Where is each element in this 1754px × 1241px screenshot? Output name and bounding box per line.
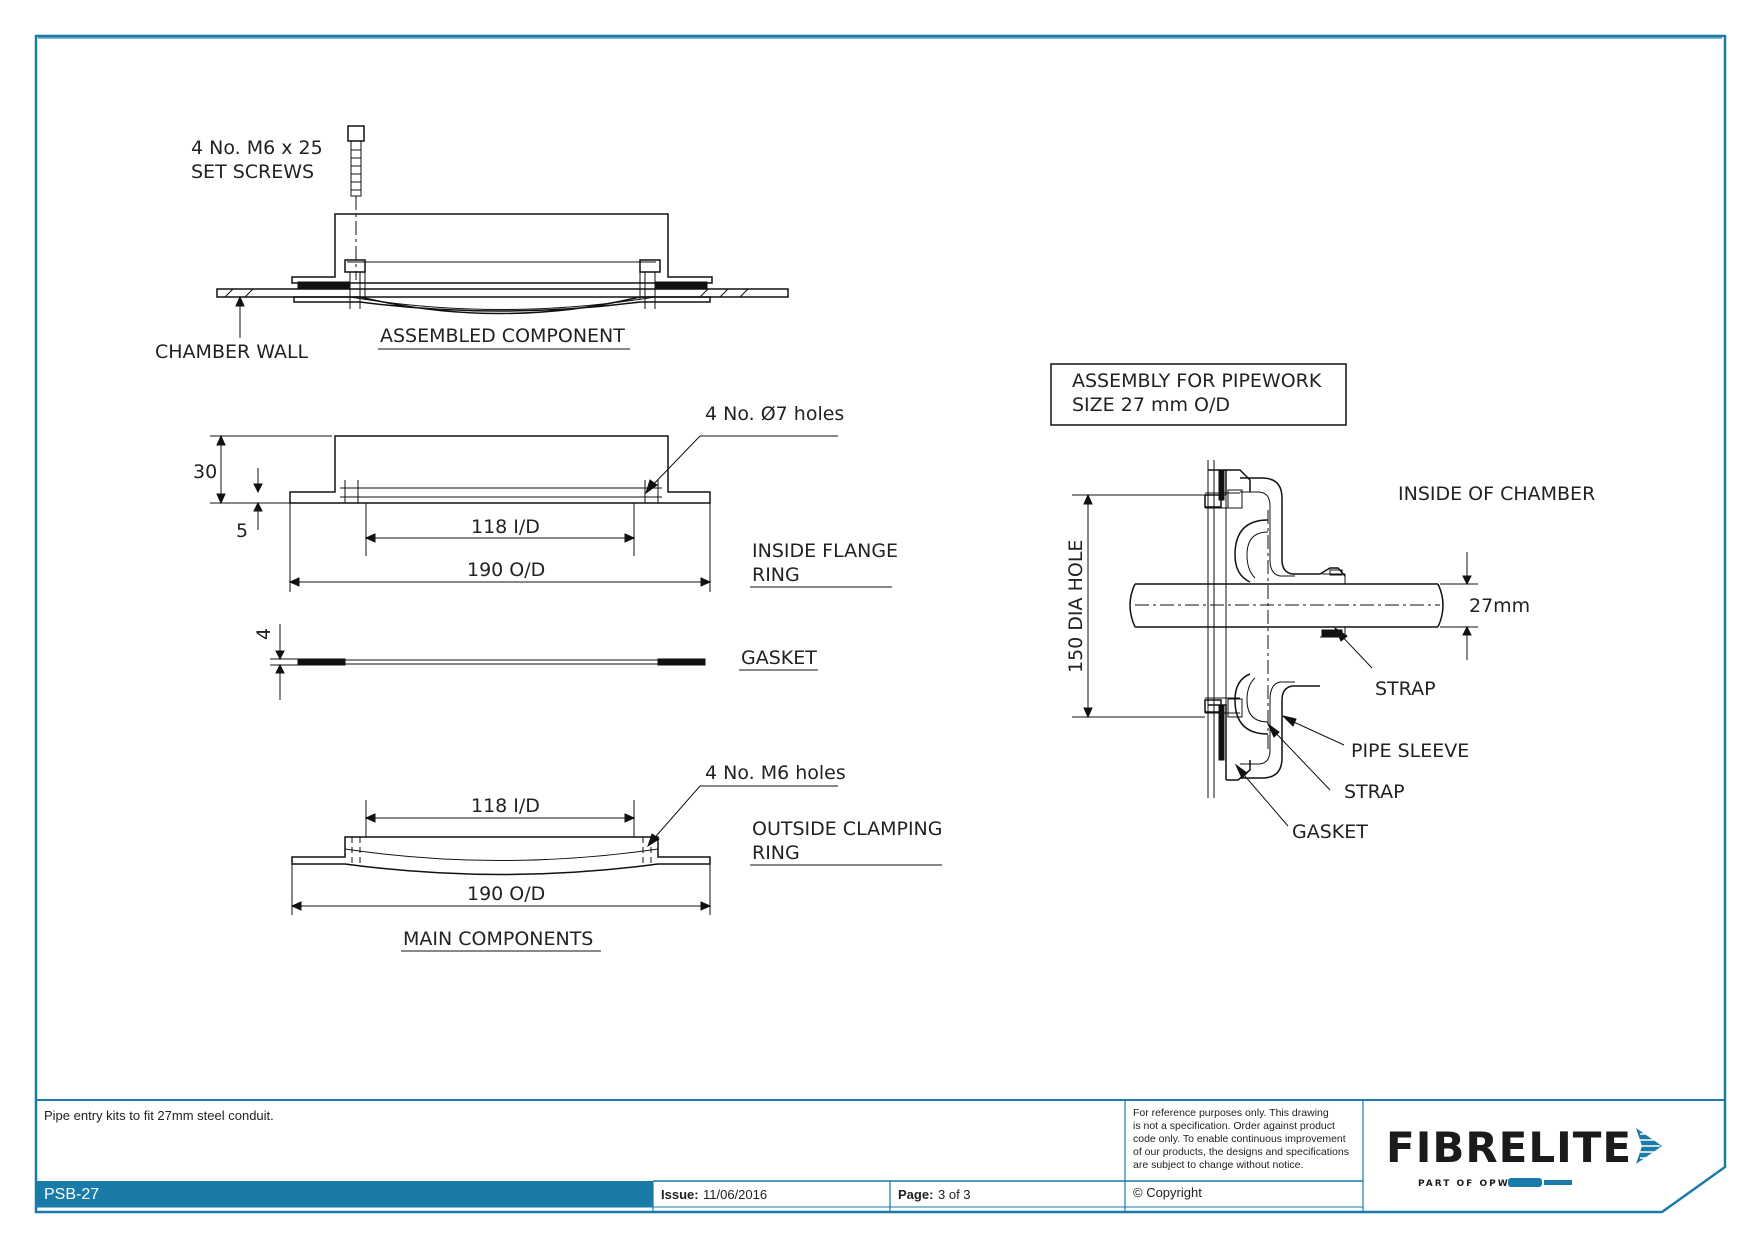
pipework-box-line2: SIZE 27 mm O/D bbox=[1072, 394, 1230, 416]
disclaimer-line-4: of our products, the designs and specifi… bbox=[1133, 1146, 1349, 1158]
disclaimer-line-5: are subject to change without notice. bbox=[1133, 1159, 1303, 1171]
inside-flange-drawing bbox=[210, 434, 838, 592]
flange-height-dim: 30 bbox=[193, 461, 217, 483]
disclaimer-line-1: For reference purposes only. This drawin… bbox=[1133, 1107, 1329, 1119]
flange-holes-label: 4 No. Ø7 holes bbox=[705, 403, 844, 425]
gasket-title: GASKET bbox=[741, 647, 817, 669]
inside-chamber-label: INSIDE OF CHAMBER bbox=[1398, 483, 1595, 505]
clamping-od-dim: 190 O/D bbox=[467, 883, 545, 905]
screws-label-2: SET SCREWS bbox=[191, 161, 314, 183]
assembled-component-drawing bbox=[216, 125, 789, 338]
pipe-dia-dim: 27mm bbox=[1469, 595, 1530, 617]
disclaimer-line-2: is not a specification. Order against pr… bbox=[1133, 1120, 1335, 1132]
title-block bbox=[36, 1099, 1725, 1212]
pipework-box bbox=[1050, 363, 1347, 426]
issue-label: Issue: bbox=[661, 1187, 699, 1202]
flange-id-dim: 118 I/D bbox=[471, 516, 540, 538]
gasket-label: GASKET bbox=[1292, 821, 1368, 843]
fibrelite-logo: FIBRELITE PART OF OPW bbox=[1386, 1123, 1662, 1189]
strap-label-2: STRAP bbox=[1344, 781, 1405, 803]
code-bar bbox=[36, 1181, 653, 1207]
assembled-title: ASSEMBLED COMPONENT bbox=[380, 325, 625, 347]
screw-shank bbox=[350, 140, 362, 197]
main-components-title: MAIN COMPONENTS bbox=[403, 928, 593, 950]
clamping-holes-label: 4 No. M6 holes bbox=[705, 762, 846, 784]
flange-thickness-dim: 5 bbox=[236, 520, 248, 542]
clamping-title-2: RING bbox=[752, 842, 800, 864]
pipework-box-line1: ASSEMBLY FOR PIPEWORK bbox=[1072, 370, 1322, 392]
strap-label-1: STRAP bbox=[1375, 678, 1436, 700]
clamping-ring-drawing bbox=[290, 785, 838, 915]
brand-sub: PART OF OPW bbox=[1418, 1179, 1510, 1189]
pipework-assembly-drawing bbox=[1050, 363, 1478, 827]
brand-name: FIBRELITE bbox=[1386, 1123, 1632, 1172]
description-text: Pipe entry kits to fit 27mm steel condui… bbox=[44, 1108, 274, 1123]
drawing-code: PSB-27 bbox=[44, 1186, 99, 1203]
disclaimer-line-3: code only. To enable continuous improvem… bbox=[1133, 1133, 1346, 1145]
gasket-drawing bbox=[270, 624, 706, 700]
chamber-wall-label: CHAMBER WALL bbox=[155, 341, 309, 363]
flange-od-dim: 190 O/D bbox=[467, 559, 545, 581]
opw-badge-icon bbox=[1508, 1178, 1542, 1187]
sheet-frame bbox=[34, 34, 1727, 1214]
opw-bar-icon bbox=[1544, 1180, 1572, 1185]
brand-arrow-icon bbox=[1636, 1128, 1662, 1164]
clamping-title-1: OUTSIDE CLAMPING bbox=[752, 818, 942, 840]
page-label: Page: bbox=[898, 1187, 933, 1202]
issue-value: 11/06/2016 bbox=[703, 1187, 767, 1202]
screw-head bbox=[347, 125, 365, 142]
flange-title-1: INSIDE FLANGE bbox=[752, 540, 898, 562]
copyright-text: © Copyright bbox=[1133, 1185, 1202, 1200]
flange-title-2: RING bbox=[752, 564, 800, 586]
page-value: 3 of 3 bbox=[938, 1187, 971, 1202]
pipe-sleeve-label: PIPE SLEEVE bbox=[1351, 740, 1469, 762]
clamping-id-dim: 118 I/D bbox=[471, 795, 540, 817]
screws-label-1: 4 No. M6 x 25 bbox=[191, 137, 323, 159]
hole-dia-dim: 150 DIA HOLE bbox=[1065, 540, 1087, 673]
gasket-thickness-dim: 4 bbox=[253, 628, 275, 640]
